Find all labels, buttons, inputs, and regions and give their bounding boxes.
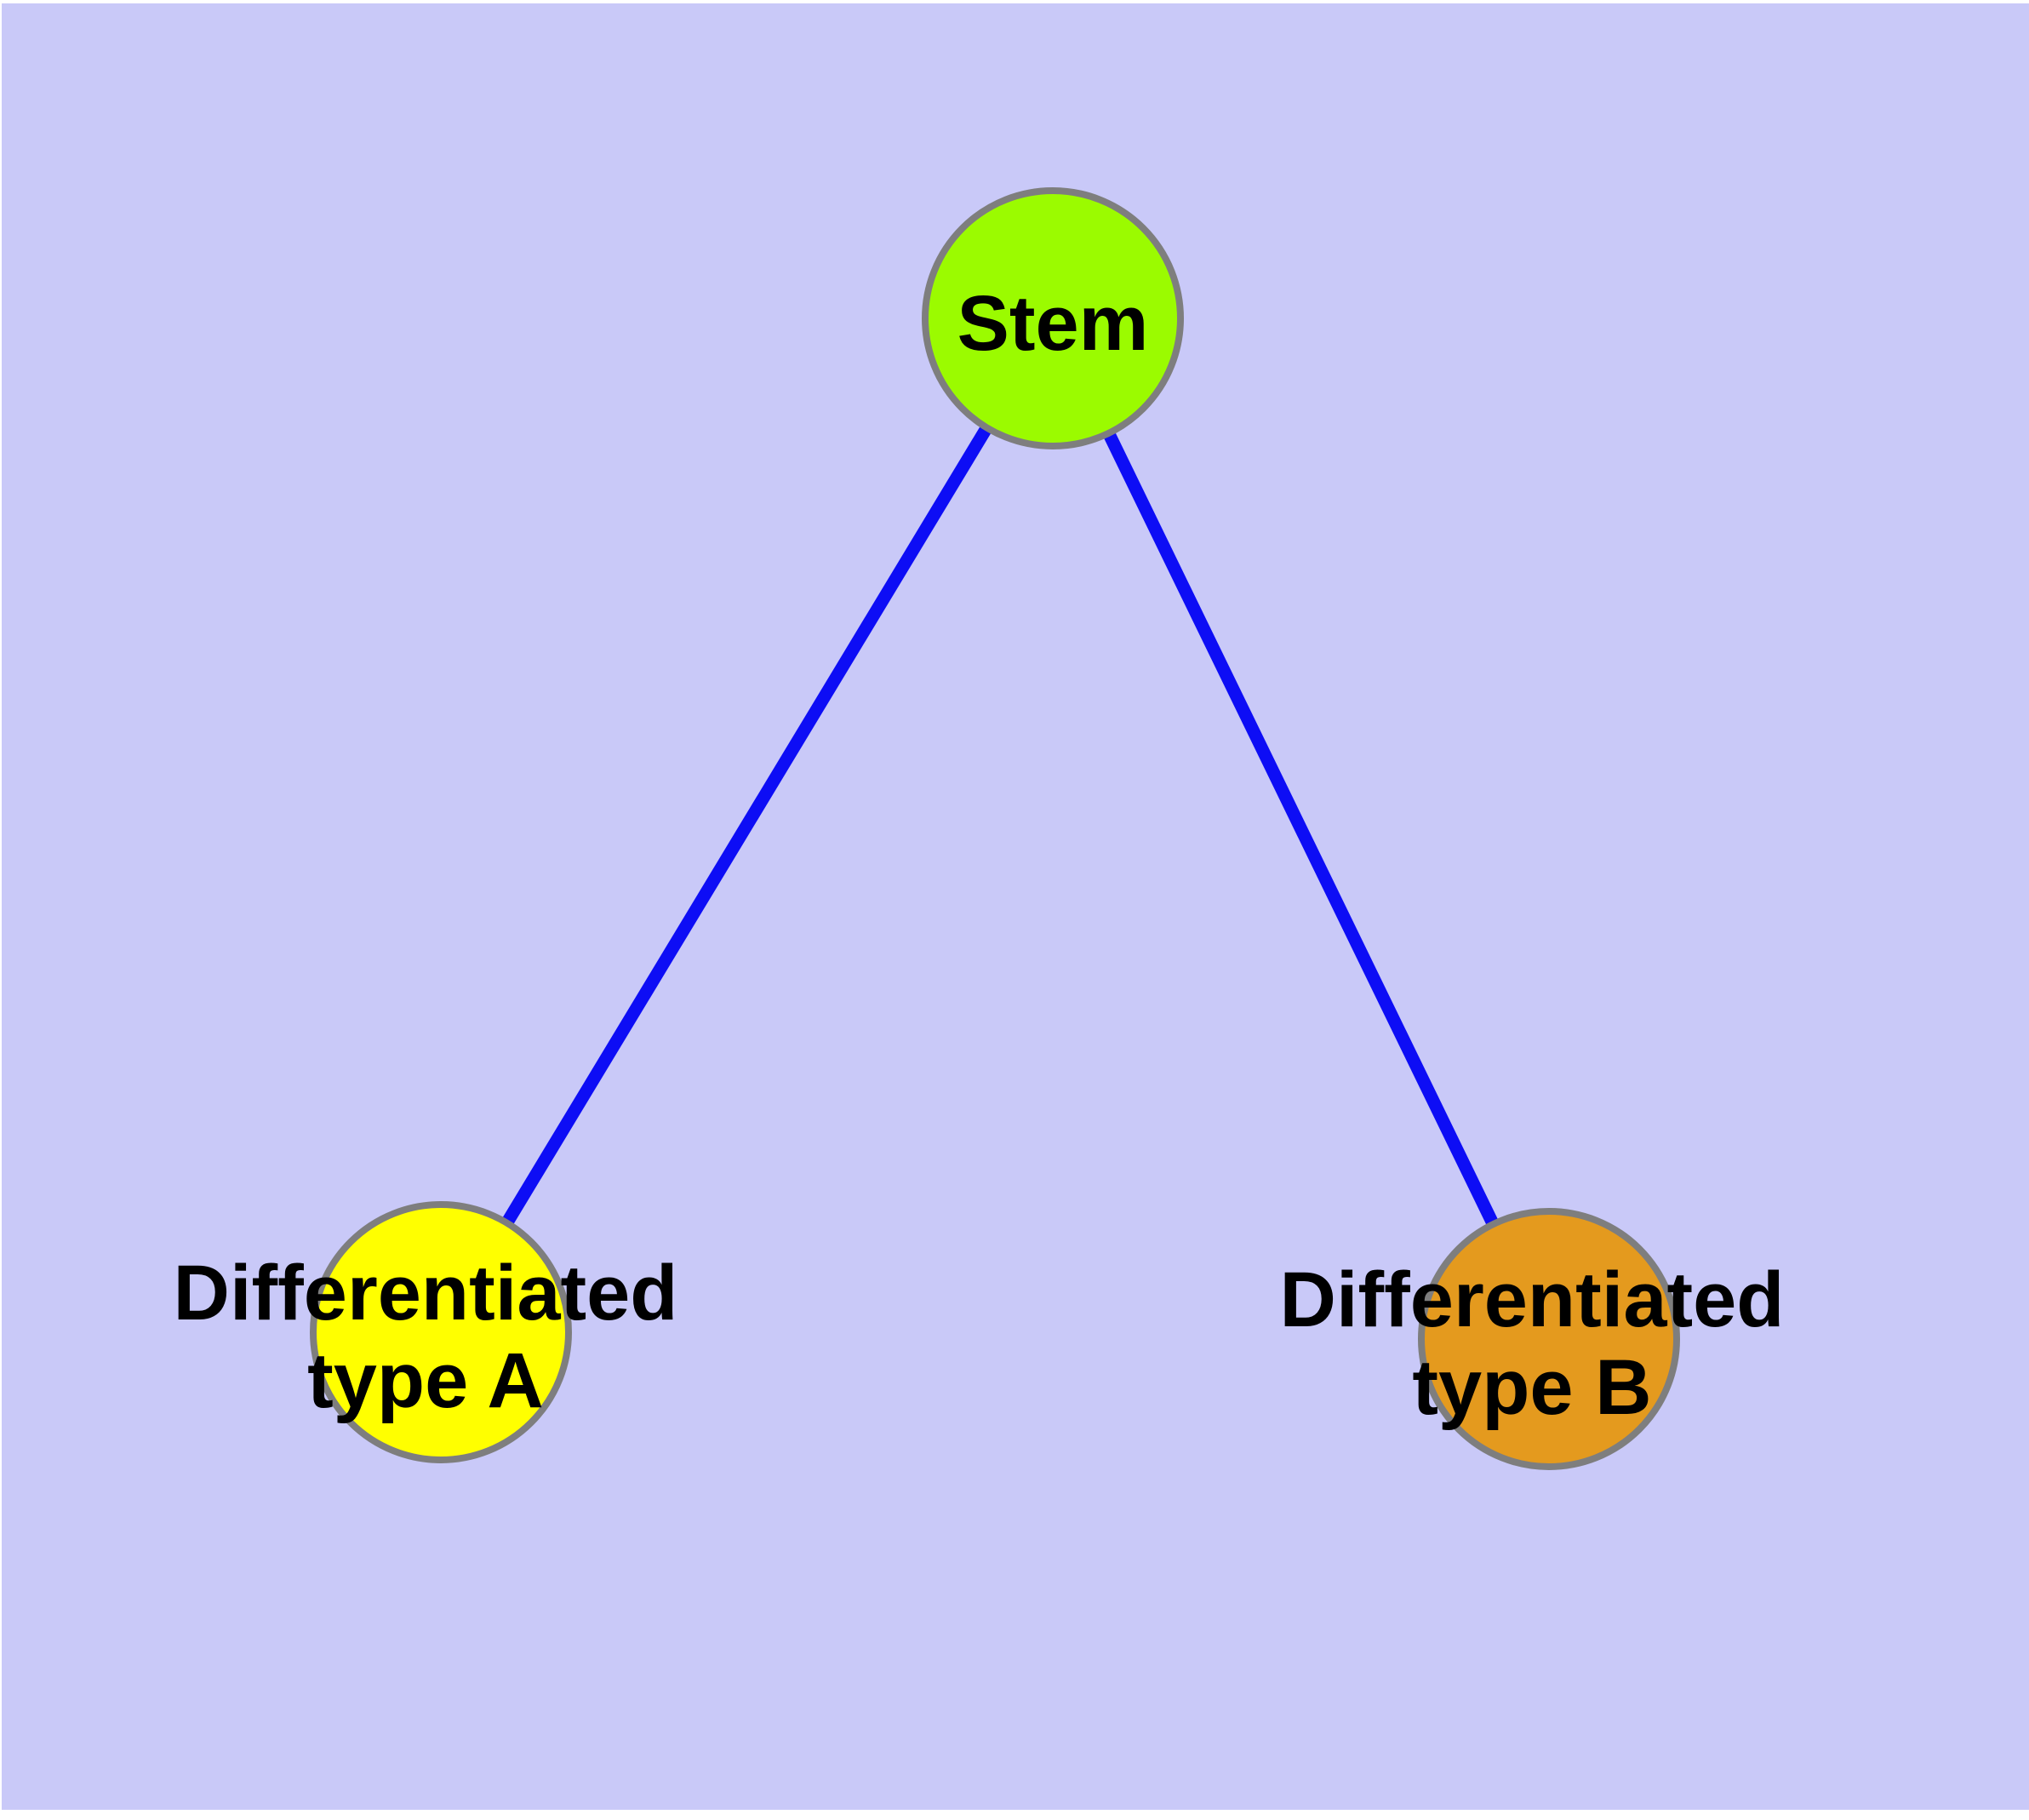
- node-label-line: type B: [1412, 1344, 1651, 1431]
- node-stem[interactable]: [922, 187, 1184, 449]
- node-differentiated-type-b[interactable]: [1418, 1208, 1680, 1470]
- node-label-line: type A: [307, 1337, 544, 1424]
- node-label-line: Differentiated: [1280, 1256, 1785, 1343]
- node-label-line: Differentiated: [174, 1250, 678, 1336]
- edge-stem-to-differentiated-type-a: [435, 315, 1059, 1336]
- node-differentiated-type-a[interactable]: [310, 1201, 572, 1463]
- node-label-stem: Stem: [957, 280, 1149, 367]
- edges-layer: [435, 315, 1555, 1342]
- nodes-layer: [310, 187, 1680, 1470]
- node-label-line: Stem: [957, 280, 1149, 367]
- edge-stem-to-differentiated-type-b: [1047, 315, 1555, 1342]
